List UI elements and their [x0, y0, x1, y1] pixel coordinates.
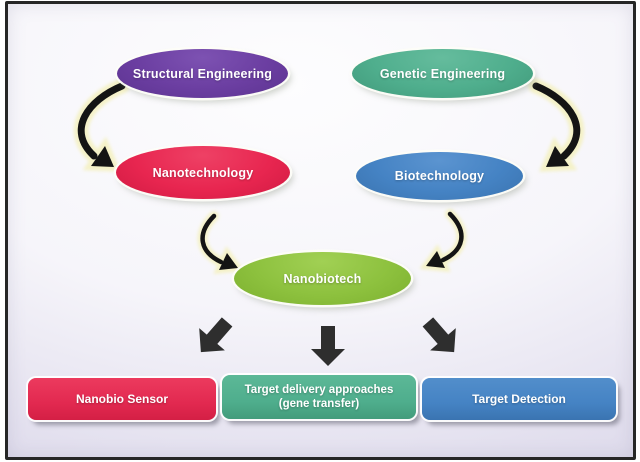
node-structural-engineering: Structural Engineering: [117, 49, 288, 98]
node-biotechnology-label: Biotechnology: [394, 169, 485, 183]
arrow-nanobiotech-to-target-detection: [422, 317, 456, 353]
output-target-delivery-line2: (gene transfer): [278, 398, 360, 410]
arrow-biotechnology-to-nanobiotech: [426, 211, 464, 268]
arrow-structural-to-nanotechnology: [77, 82, 126, 167]
node-genetic-engineering-label: Genetic Engineering: [379, 66, 506, 81]
arrow-nanobiotech-to-target-delivery: [311, 326, 345, 366]
node-nanotechnology: Nanotechnology: [116, 146, 290, 199]
node-nanotechnology-label: Nanotechnology: [152, 165, 254, 180]
output-target-detection: Target Detection: [422, 378, 616, 420]
node-biotechnology: Biotechnology: [356, 152, 523, 200]
output-nanobio-sensor: Nanobio Sensor: [28, 378, 216, 420]
arrow-genetic-to-biotechnology: [532, 82, 581, 167]
arrow-nanobiotech-to-nanobio-sensor: [199, 317, 233, 353]
node-nanobiotech: Nanobiotech: [234, 252, 411, 305]
node-nanobiotech-label: Nanobiotech: [283, 271, 362, 286]
output-target-detection-label: Target Detection: [472, 391, 566, 406]
output-target-delivery-line1: Target delivery approaches: [244, 383, 394, 396]
node-genetic-engineering: Genetic Engineering: [352, 49, 533, 98]
diagram-frame: Structural Engineering Genetic Engineeri…: [5, 1, 636, 460]
output-target-delivery: Target delivery approaches (gene transfe…: [222, 375, 416, 419]
output-nanobio-sensor-label: Nanobio Sensor: [75, 391, 168, 406]
arrow-nanotechnology-to-nanobiotech: [200, 213, 238, 270]
node-structural-engineering-label: Structural Engineering: [132, 66, 273, 81]
